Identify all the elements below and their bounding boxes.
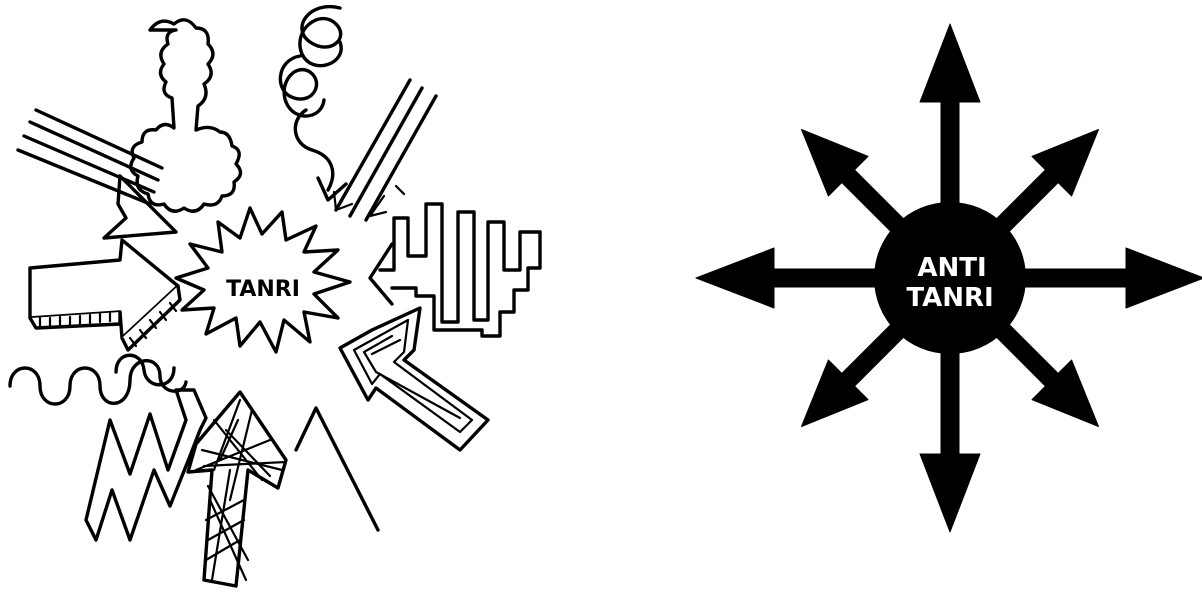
right-panel-chaos-star: ANTI TANRI [695,23,1202,533]
triple-line-arrowheads [332,184,406,218]
spiral-squiggle-arrow [278,4,343,192]
meander-arrow [378,202,542,324]
arrowhead-up [919,23,981,103]
nested-arrow-inner [362,334,462,420]
nested-arrow-mid [352,318,474,434]
cloud-arrow-down [129,18,243,213]
spiral-arrowhead [316,176,348,202]
multi-line-arrowhead [102,174,178,240]
zigzag-arrow [84,388,208,542]
meander-arrowhead [368,242,394,306]
tanri-label: TANRI [226,277,300,302]
wavy-arrow [8,359,188,406]
tanri-burst [174,206,352,354]
left-panel-converging-arrows: TANRI [8,4,542,588]
arrowhead-up-right [1031,129,1099,197]
wavy-arrow-2 [114,353,176,387]
triple-line-arrow [334,78,438,222]
center-disc [874,202,1026,354]
arrowhead-down [919,453,981,533]
block-arrow-hatching [38,301,178,348]
arrowhead-down-right [1031,359,1099,427]
nested-arrow-outer [338,306,490,452]
arrowhead-up-left [801,129,869,197]
arrowhead-left [695,247,775,309]
arrowhead-down-left [801,359,869,427]
multi-line-arrow-top-left [16,108,164,206]
scribble-arrow [186,390,288,588]
arrowhead-right [1125,247,1202,309]
anti-label: ANTI [917,253,986,283]
wedge-triangle [294,406,380,532]
tanri-label-right: TANRI [906,283,993,313]
meander-arrow-outline [390,230,542,338]
